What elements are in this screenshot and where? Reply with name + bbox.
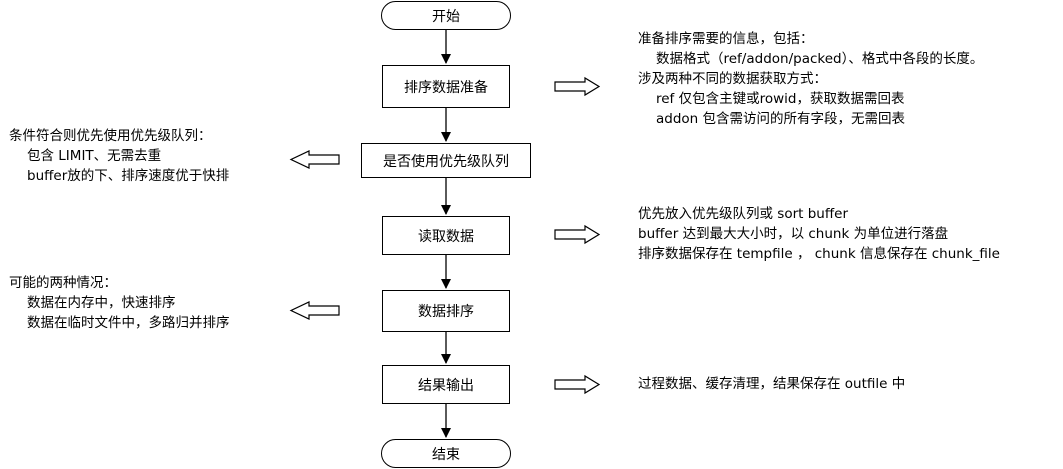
step-sort-box: 数据排序 xyxy=(382,290,510,332)
note-prepare: 准备排序需要的信息，包括： 数据格式（ref/addon/packed）、格式中… xyxy=(638,29,983,129)
note-priority-line: 条件符合则优先使用优先级队列： xyxy=(9,128,212,144)
hollow-arrow-right-output xyxy=(554,374,601,395)
end-node: 结束 xyxy=(381,439,511,468)
hollow-arrow-left-sort xyxy=(289,301,340,320)
note-read-line: 优先放入优先级队列或 sort buffer xyxy=(638,206,849,222)
step-priority-queue-label: 是否使用优先级队列 xyxy=(383,153,509,170)
end-label: 结束 xyxy=(432,446,460,463)
hollow-arrow-right-prepare xyxy=(554,76,601,97)
step-priority-queue-box: 是否使用优先级队列 xyxy=(361,143,531,178)
step-read-box: 读取数据 xyxy=(382,216,510,255)
step-read-label: 读取数据 xyxy=(418,228,474,245)
step-output-label: 结果输出 xyxy=(418,377,474,394)
hollow-arrow-right-read xyxy=(554,224,601,245)
step-prepare-label: 排序数据准备 xyxy=(404,79,488,96)
note-output: 过程数据、缓存清理，结果保存在 outfile 中 xyxy=(638,374,905,394)
note-priority-line: 包含 LIMIT、无需去重 xyxy=(27,148,162,164)
note-priority-queue: 条件符合则优先使用优先级队列： 包含 LIMIT、无需去重 buffer放的下、… xyxy=(9,126,229,186)
hollow-arrow-left-priority xyxy=(289,150,340,169)
note-sort-line: 数据在内存中，快速排序 xyxy=(27,295,176,311)
start-node: 开始 xyxy=(381,1,511,30)
note-prepare-line: 准备排序需要的信息，包括： xyxy=(638,31,814,47)
step-prepare-box: 排序数据准备 xyxy=(382,65,510,108)
note-output-line: 过程数据、缓存清理，结果保存在 outfile 中 xyxy=(638,376,906,392)
note-sort: 可能的两种情况： 数据在内存中，快速排序 数据在临时文件中，多路归并排序 xyxy=(9,273,230,333)
note-read: 优先放入优先级队列或 sort buffer buffer 达到最大大小时，以 … xyxy=(638,204,1000,264)
note-read-line: buffer 达到最大大小时，以 chunk 为单位进行落盘 xyxy=(638,226,949,242)
note-prepare-line: 数据格式（ref/addon/packed）、格式中各段的长度。 xyxy=(656,51,984,67)
note-prepare-line: addon 包含需访问的所有字段，无需回表 xyxy=(656,111,906,127)
note-sort-line: 数据在临时文件中，多路归并排序 xyxy=(27,315,230,331)
note-priority-line: buffer放的下、排序速度优于快排 xyxy=(27,168,230,184)
step-output-box: 结果输出 xyxy=(382,365,510,404)
note-prepare-line: 涉及两种不同的数据获取方式： xyxy=(638,71,827,87)
note-read-line: 排序数据保存在 tempfile ， chunk 信息保存在 chunk_fil… xyxy=(638,246,1000,262)
step-sort-label: 数据排序 xyxy=(418,304,474,320)
note-sort-line: 可能的两种情况： xyxy=(9,275,117,291)
note-prepare-line: ref 仅包含主键或rowid，获取数据需回表 xyxy=(656,91,905,107)
start-label: 开始 xyxy=(432,8,460,25)
